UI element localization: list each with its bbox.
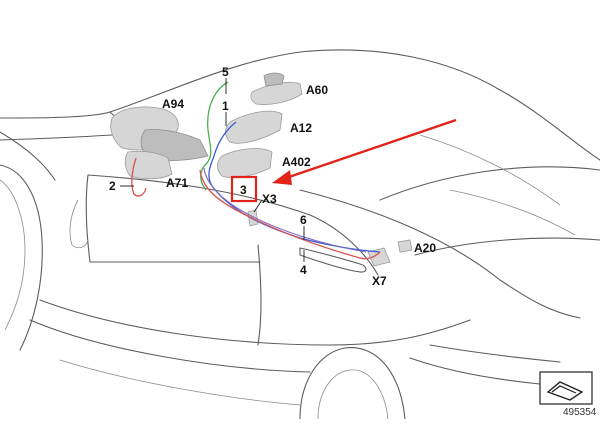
label-4: 4 (300, 263, 307, 277)
connector-x7 (367, 247, 391, 267)
components (110, 72, 413, 267)
label-a94: A94 (162, 97, 184, 111)
car-body-outline (0, 49, 600, 420)
label-a402: A402 (282, 155, 311, 169)
label-2: 2 (109, 179, 116, 193)
part-labels: A94 A60 A12 A402 A71 X3 A20 X7 5 1 2 3 6… (109, 65, 436, 288)
module-a60-top (263, 72, 285, 87)
label-x3: X3 (262, 192, 277, 206)
module-a60 (250, 82, 303, 105)
module-a12 (225, 110, 283, 144)
label-6: 6 (300, 213, 307, 227)
leader-lines (120, 78, 305, 262)
label-a71: A71 (166, 176, 188, 190)
label-x7: X7 (372, 274, 387, 288)
callout-arrow (272, 118, 457, 185)
callout-arrow-shaft (285, 118, 457, 180)
label-a20: A20 (414, 241, 436, 255)
label-a60: A60 (306, 83, 328, 97)
cable-symbol-icon (539, 371, 593, 405)
highlight-box-3 (230, 175, 258, 203)
label-3: 3 (240, 183, 247, 197)
document-id: 495354 (563, 407, 597, 418)
wiring-harness (131, 81, 381, 260)
leader-x3 (253, 199, 263, 213)
wire-red (131, 157, 381, 260)
callout-arrow-head (272, 170, 292, 185)
module-a20 (397, 239, 413, 253)
wire-aux (203, 167, 367, 253)
label-a12: A12 (290, 121, 312, 135)
label-5: 5 (222, 65, 229, 79)
module-a94-bracket (140, 129, 209, 162)
module-a71 (124, 150, 173, 180)
label-1: 1 (222, 99, 229, 113)
module-a402 (217, 148, 273, 178)
